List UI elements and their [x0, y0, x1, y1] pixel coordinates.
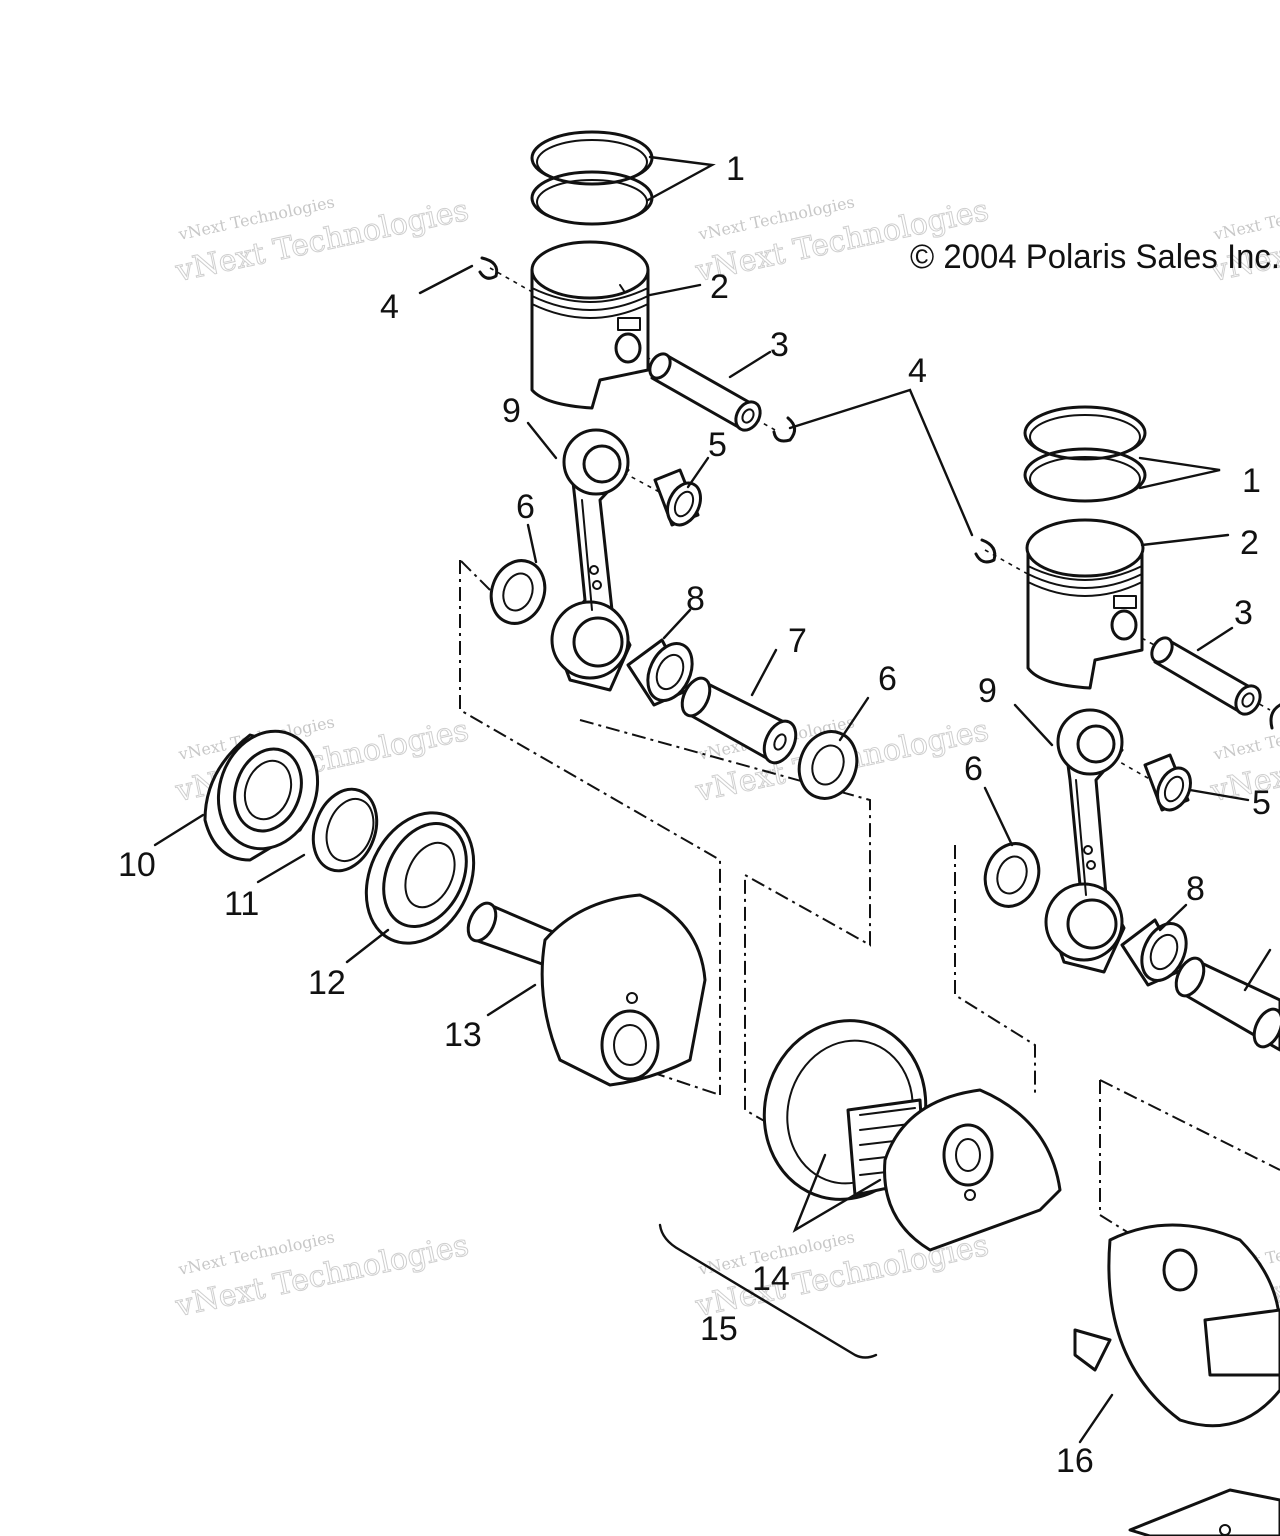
callout-12: 12: [308, 964, 346, 1002]
callout-10: 10: [118, 846, 156, 884]
circlip-left-a: [478, 256, 499, 280]
leader-lines: [153, 155, 1272, 1444]
connecting-rod-right: [1044, 708, 1126, 974]
circlip-right-b: [1269, 703, 1280, 730]
callout-4: 4: [380, 288, 399, 326]
thrust-washer-left-a: [489, 559, 547, 625]
piston-pin-upper-left: [648, 352, 762, 432]
callout-5: 5: [1252, 784, 1271, 822]
partial-part-bottom-right: [1128, 1488, 1280, 1536]
piston-pin-right: [1150, 636, 1262, 716]
callout-3: 3: [770, 326, 789, 364]
circlip-left-b: [772, 416, 796, 443]
callout-5: 5: [708, 426, 727, 464]
callout-2: 2: [710, 268, 729, 306]
crank-pin-right: [1174, 956, 1280, 1052]
callout-15: 15: [700, 1310, 738, 1348]
callout-6: 6: [964, 750, 983, 788]
crankshaft-center-section: [762, 1019, 1062, 1252]
copyright-notice: © 2004 Polaris Sales Inc.: [910, 238, 1280, 276]
callout-4: 4: [908, 352, 927, 390]
thrust-washer-right: [983, 842, 1041, 908]
callout-1: 1: [1242, 462, 1261, 500]
circlip-right-a: [974, 538, 997, 564]
callout-13: 13: [444, 1016, 482, 1054]
spacer-ring-left: [311, 787, 379, 873]
callout-numbers: 1 2 4 3 4 9 5 6 8 7 6 1 2 3 9 6 5 8 10 1…: [118, 150, 1271, 1480]
piston-upper-left: [530, 240, 650, 410]
callout-11: 11: [224, 885, 259, 923]
callout-8: 8: [1186, 870, 1205, 908]
callout-16: 16: [1056, 1442, 1094, 1480]
piston-right: [1025, 518, 1145, 690]
crankshaft-half-right: [1073, 1223, 1280, 1428]
watermark-text: vNext Technologies: [1211, 192, 1280, 244]
callout-8: 8: [686, 580, 705, 618]
watermark: vNext Technologies vNext Technologies: [171, 192, 472, 289]
piston-rings-right: [1023, 405, 1147, 503]
crank-pin-upper-left: [680, 676, 798, 765]
callout-2: 2: [1240, 524, 1259, 562]
piston-rings-upper-left: [530, 130, 654, 226]
needle-bearing-small-right: [1143, 753, 1192, 812]
connecting-rod-upper-left: [550, 428, 632, 692]
callout-7: 7: [788, 622, 807, 660]
callout-6: 6: [878, 660, 897, 698]
main-bearing-left: [203, 729, 320, 862]
main-bearing-center-left: [364, 811, 476, 945]
callout-3: 3: [1234, 594, 1253, 632]
callout-9: 9: [978, 672, 997, 710]
watermark: vNext Technologies vNext Technologies: [171, 1227, 472, 1324]
thrust-washer-left-b: [797, 730, 859, 800]
callout-9: 9: [502, 392, 521, 430]
needle-bearing-small-upper-left: [653, 468, 702, 527]
callout-6: 6: [516, 488, 535, 526]
callout-14: 14: [752, 1260, 790, 1298]
callout-1: 1: [726, 150, 745, 188]
assembly-bracket: [658, 1223, 878, 1359]
crankshaft-half-left: [466, 893, 707, 1087]
